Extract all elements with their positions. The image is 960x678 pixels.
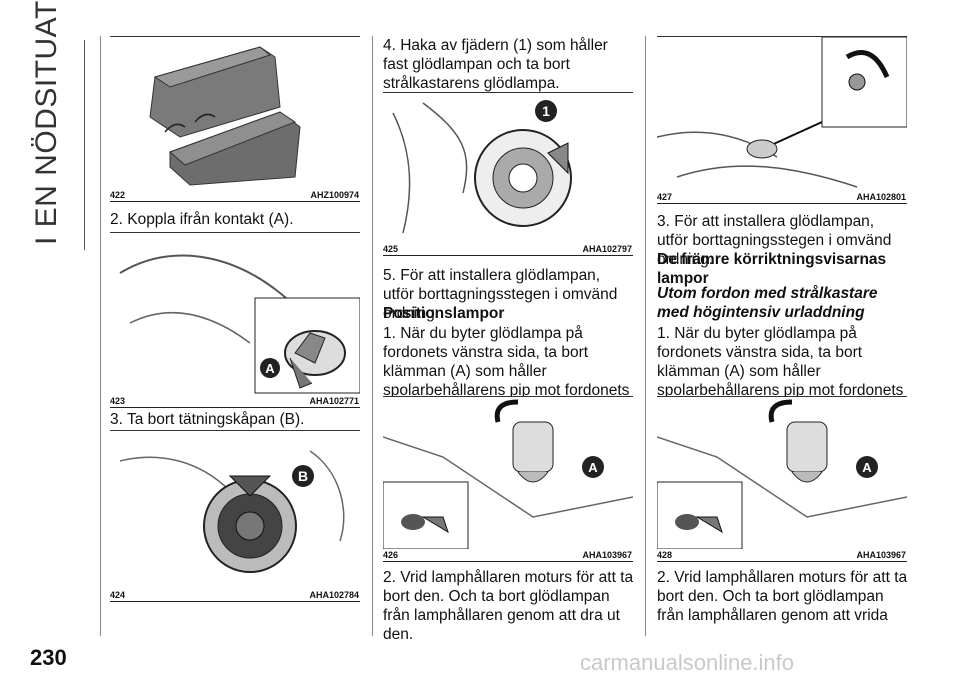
figure-424: B 424 AHA102784 bbox=[110, 430, 360, 602]
lamp-holder-illustration: A bbox=[657, 397, 907, 549]
figure-code: AHA103967 bbox=[856, 550, 906, 560]
figure-code: AHA102801 bbox=[856, 192, 906, 202]
label-a: A bbox=[265, 361, 275, 376]
turn-signal-subheading: Utom fordon med strålkastare med höginte… bbox=[657, 285, 878, 321]
figure-code: AHA102797 bbox=[582, 244, 632, 254]
margin-divider bbox=[100, 36, 101, 636]
step-5-text: 5. För att installera glödlampan, utför … bbox=[383, 267, 618, 322]
label-b: B bbox=[298, 468, 308, 484]
turn-signal-heading: De främre körriktningsvisarnas lampor bbox=[657, 251, 887, 287]
figure-number: 425 bbox=[383, 244, 399, 254]
figure-code: AHA103967 bbox=[582, 550, 632, 560]
fuse-box-illustration bbox=[110, 37, 360, 189]
position-lamps-heading: Positionslampor bbox=[383, 305, 505, 322]
watermark: carmanualsonline.info bbox=[580, 650, 795, 675]
column-divider-2 bbox=[645, 36, 646, 636]
figure-number: 426 bbox=[383, 550, 399, 560]
bulb-spring-illustration: 1 bbox=[383, 93, 633, 243]
step-3-text: 3. Ta bort tätningskåpan (B). bbox=[110, 411, 305, 428]
column-divider-1 bbox=[372, 36, 373, 636]
sealing-cap-illustration: B bbox=[110, 431, 360, 589]
figure-426: A 426 AHA103967 bbox=[383, 396, 633, 562]
turn-signal-step-2: 2. Vrid lamphållaren moturs för att ta b… bbox=[657, 569, 908, 624]
figure-code: AHA102771 bbox=[309, 396, 359, 406]
figure-number: 427 bbox=[657, 192, 673, 202]
label-a: A bbox=[862, 460, 872, 475]
turn-signal-step-1: 1. När du byter glödlampa på fordonets v… bbox=[657, 325, 904, 418]
figure-code: AHZ100974 bbox=[310, 190, 359, 200]
figure-number: 423 bbox=[110, 396, 126, 406]
position-lamps-step-2: 2. Vrid lamphållaren moturs för att ta b… bbox=[383, 569, 634, 643]
figure-428: A 428 AHA103967 bbox=[657, 396, 907, 562]
section-tab bbox=[14, 40, 85, 250]
label-a: A bbox=[588, 460, 598, 475]
figure-427: 427 AHA102801 bbox=[657, 36, 907, 204]
figure-code: AHA102784 bbox=[309, 590, 359, 600]
lamp-holder-illustration: A bbox=[383, 397, 633, 549]
step-4-text: 4. Haka av fjädern (1) som håller fast g… bbox=[383, 37, 608, 92]
connector-illustration: A bbox=[110, 233, 360, 395]
label-1: 1 bbox=[542, 103, 550, 119]
figure-number: 424 bbox=[110, 590, 126, 600]
figure-422: 422 AHZ100974 bbox=[110, 36, 360, 202]
figure-number: 428 bbox=[657, 550, 673, 560]
step-3-install-text: 3. För att installera glödlampan, utför … bbox=[657, 213, 892, 268]
headlamp-rear-illustration bbox=[657, 37, 907, 191]
page-number: 230 bbox=[30, 645, 67, 670]
section-title: I EN NÖDSITUATION bbox=[30, 0, 63, 245]
figure-number: 422 bbox=[110, 190, 126, 200]
figure-423: A 423 AHA102771 bbox=[110, 232, 360, 408]
step-2-text: 2. Koppla ifrån kontakt (A). bbox=[110, 211, 294, 228]
figure-425: 1 425 AHA102797 bbox=[383, 92, 633, 256]
